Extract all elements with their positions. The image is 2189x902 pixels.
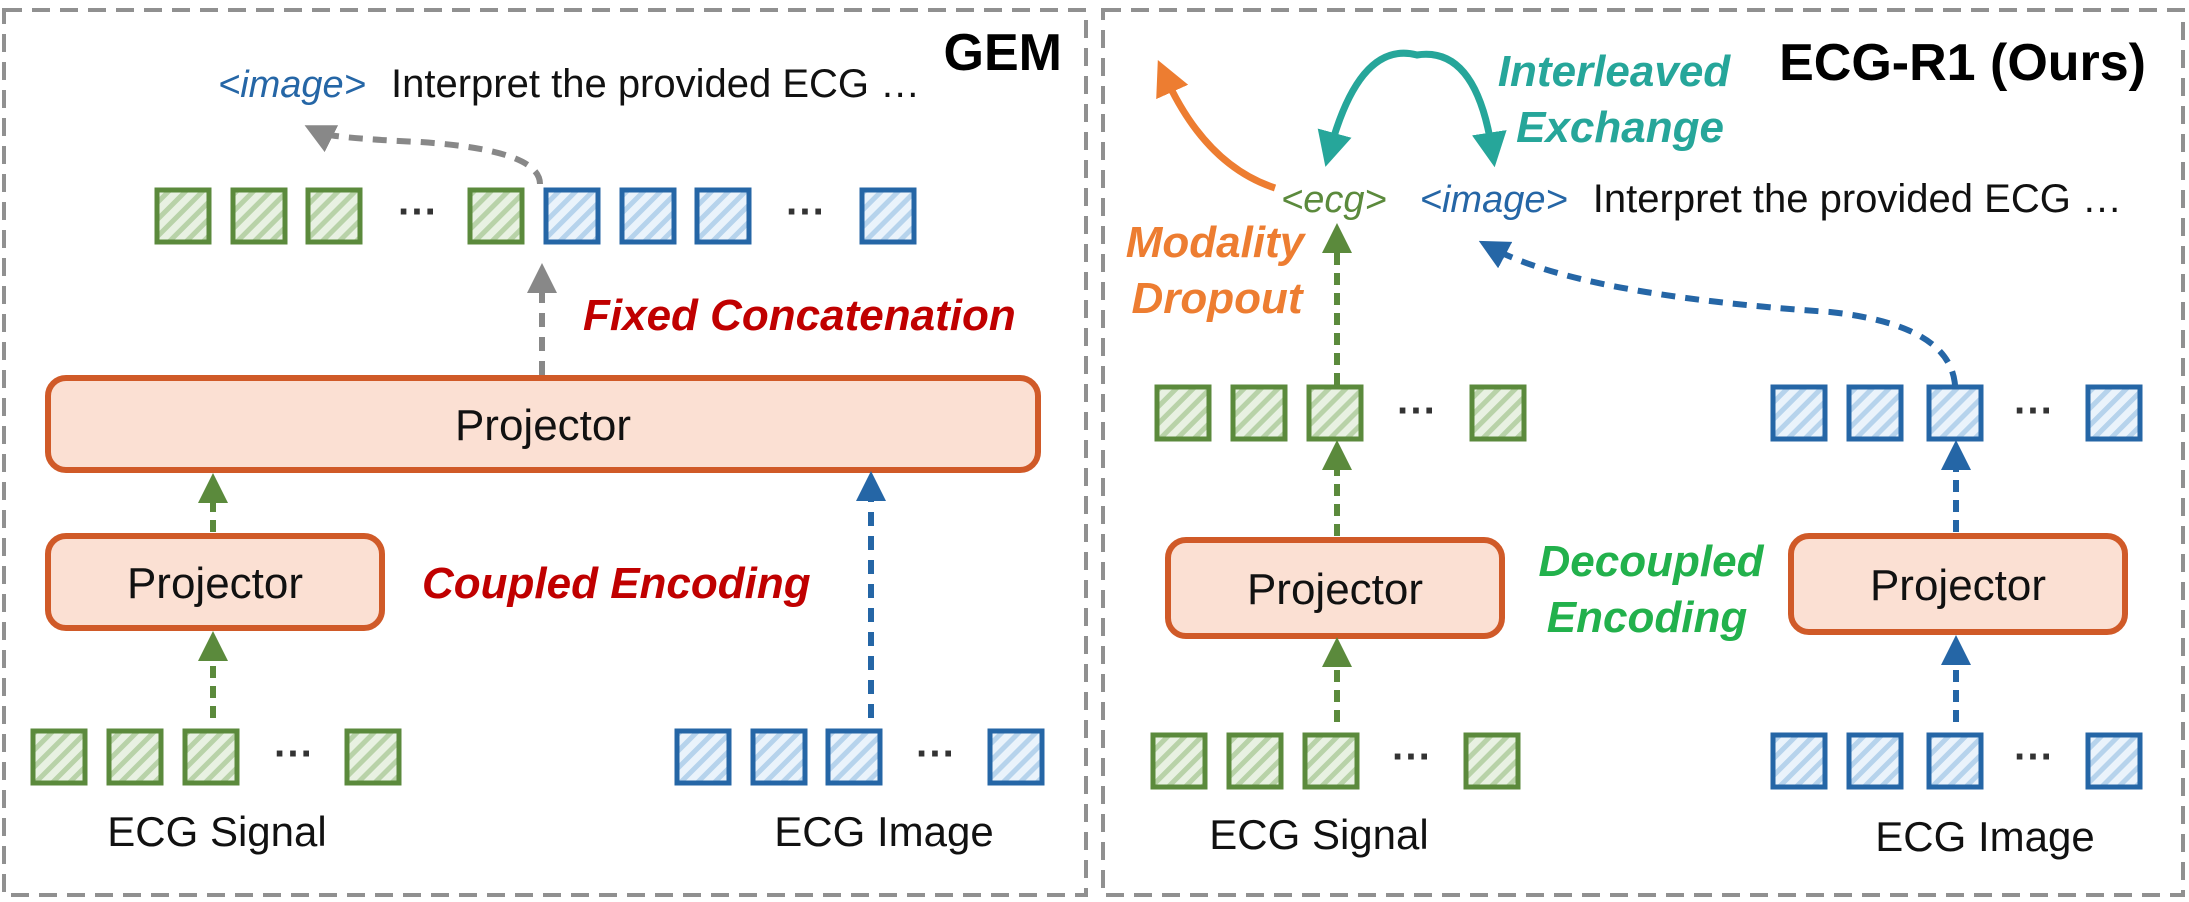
decoupled-encoding-line1: Decoupled bbox=[1539, 537, 1765, 586]
gem-signal-tokens: ··· bbox=[30, 728, 402, 786]
ecg-r1-signal-tokens-projected: ··· bbox=[1154, 384, 1527, 442]
ecg-r1-signal-tokens: ··· bbox=[1150, 732, 1521, 790]
signal-token bbox=[1154, 384, 1212, 442]
gem-signal-label: ECG Signal bbox=[107, 808, 326, 855]
signal-token bbox=[305, 187, 363, 245]
signal-token bbox=[1230, 384, 1288, 442]
ecg-r1-image-projector bbox=[1788, 533, 2128, 635]
signal-token bbox=[30, 728, 88, 786]
token-ellipsis: ··· bbox=[2014, 735, 2054, 779]
gem-token-row-top: ··· ··· bbox=[154, 187, 917, 245]
ecg-r1-signal-projector bbox=[1165, 537, 1505, 639]
gem-image-tokens: ··· bbox=[674, 728, 1045, 786]
ecg-r1-signal-label: ECG Signal bbox=[1209, 811, 1428, 858]
ecg-r1-signal-projector-label: Projector bbox=[1247, 565, 1423, 614]
ecg-r1-image-tokens: ··· bbox=[1770, 732, 2143, 790]
interleaved-label-line2: Exchange bbox=[1516, 103, 1724, 152]
image-token bbox=[1770, 732, 1828, 790]
signal-token bbox=[1469, 384, 1527, 442]
signal-token bbox=[1463, 732, 1521, 790]
gem-wide-projector-label: Projector bbox=[455, 401, 631, 450]
gem-image-tag: <image> bbox=[218, 64, 366, 106]
image-token bbox=[987, 728, 1045, 786]
gem-wide-projector bbox=[45, 375, 1041, 473]
image-token bbox=[750, 728, 808, 786]
signal-token bbox=[182, 728, 240, 786]
signal-token bbox=[1302, 732, 1360, 790]
modality-dropout-line2: Dropout bbox=[1131, 274, 1304, 323]
ecg-tag: <ecg> bbox=[1281, 179, 1387, 221]
image-token bbox=[1846, 384, 1904, 442]
signal-token bbox=[1226, 732, 1284, 790]
token-ellipsis: ··· bbox=[2014, 389, 2054, 433]
token-ellipsis: ··· bbox=[274, 732, 314, 776]
signal-token bbox=[1306, 384, 1364, 442]
image-token bbox=[1770, 384, 1828, 442]
decoupled-encoding-line2: Encoding bbox=[1547, 593, 1748, 642]
gem-signal-projector bbox=[45, 533, 385, 631]
image-token bbox=[2085, 384, 2143, 442]
interleaved-exchange-arrow bbox=[1317, 49, 1507, 168]
coupled-encoding-label: Coupled Encoding bbox=[422, 559, 811, 608]
signal-token bbox=[106, 728, 164, 786]
ecg-r1-image-tag: <image> bbox=[1420, 179, 1568, 221]
ecg-r1-prompt-text: Interpret the provided ECG … bbox=[1593, 177, 2122, 221]
ecg-r1-prompt: <ecg> <image> Interpret the provided ECG… bbox=[1281, 177, 2122, 221]
interleaved-label-line1: Interleaved bbox=[1498, 47, 1731, 96]
image-token bbox=[825, 728, 883, 786]
signal-token bbox=[344, 728, 402, 786]
fixed-concatenation-label: Fixed Concatenation bbox=[583, 291, 1016, 340]
image-token bbox=[694, 187, 752, 245]
gem-panel-border bbox=[2, 8, 1088, 897]
image-token bbox=[859, 187, 917, 245]
gem-signal-projector-label: Projector bbox=[127, 559, 303, 608]
gem-prompt: <image> Interpret the provided ECG … bbox=[218, 62, 920, 106]
image-token bbox=[674, 728, 732, 786]
image-token bbox=[619, 187, 677, 245]
gem-panel-title: GEM bbox=[944, 24, 1062, 82]
token-ellipsis: ··· bbox=[1392, 735, 1432, 779]
token-ellipsis: ··· bbox=[916, 732, 956, 776]
signal-token bbox=[467, 187, 525, 245]
ecg-r1-image-projector-label: Projector bbox=[1870, 561, 2046, 610]
ecg-r1-panel-title: ECG-R1 (Ours) bbox=[1779, 34, 2146, 92]
gem-output-arrow bbox=[304, 125, 543, 185]
gem-prompt-text: Interpret the provided ECG … bbox=[391, 62, 920, 106]
signal-token bbox=[230, 187, 288, 245]
signal-token bbox=[1150, 732, 1208, 790]
modality-dropout-line1: Modality bbox=[1126, 218, 1307, 267]
token-ellipsis: ··· bbox=[398, 190, 438, 234]
image-token bbox=[543, 187, 601, 245]
gem-image-label: ECG Image bbox=[774, 808, 993, 855]
token-ellipsis: ··· bbox=[786, 190, 826, 234]
image-token bbox=[1846, 732, 1904, 790]
ecg-image-to-tag-arrow bbox=[1478, 240, 1958, 386]
image-token bbox=[2085, 732, 2143, 790]
image-token bbox=[1926, 384, 1984, 442]
modality-dropout-arrow bbox=[1156, 60, 1277, 192]
ecg-r1-image-tokens-projected: ··· bbox=[1770, 384, 2143, 442]
token-ellipsis: ··· bbox=[1397, 389, 1437, 433]
ecg-r1-image-label: ECG Image bbox=[1875, 813, 2094, 860]
image-token bbox=[1926, 732, 1984, 790]
signal-token bbox=[154, 187, 212, 245]
ecg-r1-panel-border bbox=[1101, 8, 2185, 897]
